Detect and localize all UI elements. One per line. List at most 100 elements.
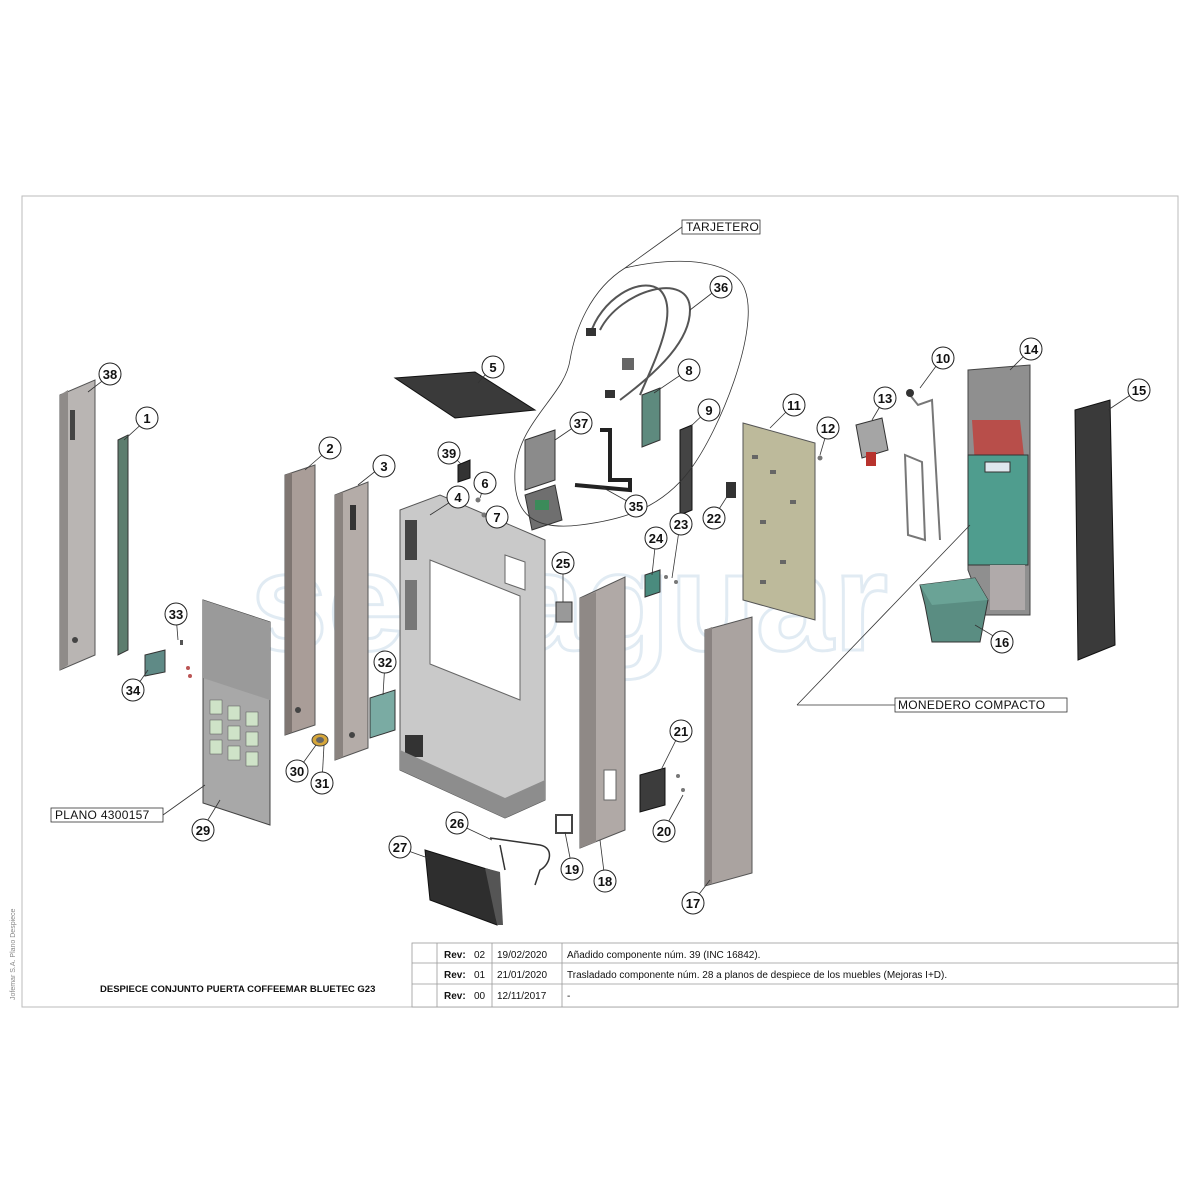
balloon-32: 32 [373,650,397,674]
part-27-hopper [424,849,503,926]
svg-text:TARJETERO: TARJETERO [686,220,759,234]
svg-text:Rev:: Rev: [444,991,466,1002]
part-30-knob [311,733,329,747]
balloon-22: 22 [702,506,726,530]
revision-row: Rev: 00 12/11/2017 - [444,991,570,1002]
monedero-callout: MONEDERO COMPACTO [796,524,1068,713]
revision-row: Rev: 02 19/02/2020 Añadido componente nú… [444,950,760,961]
revision-row: Rev: 01 21/01/2020 Trasladado componente… [444,970,947,981]
svg-text:23: 23 [674,517,688,532]
svg-text:13: 13 [878,391,892,406]
svg-text:9: 9 [705,403,712,418]
balloon-38: 38 [98,362,122,386]
svg-text:00: 00 [474,991,486,1002]
svg-text:37: 37 [574,416,588,431]
svg-text:3: 3 [380,459,387,474]
svg-text:Rev:: Rev: [444,950,466,961]
svg-text:32: 32 [378,655,392,670]
part-3-side-panel [334,481,369,761]
part-1-strip [117,434,129,656]
svg-text:Trasladado componente núm. 28: Trasladado componente núm. 28 a planos d… [567,970,947,981]
part-29-front-panel [202,599,271,826]
part-9-bracket [679,424,693,516]
svg-text:25: 25 [556,556,570,571]
balloon-13: 13 [873,386,897,410]
balloon-8: 8 [677,358,701,382]
svg-text:01: 01 [474,970,486,981]
balloon-39: 39 [437,441,461,465]
balloon-36: 36 [709,275,733,299]
part-balloons: 1 2 3 4 5 6 7 8 9 10 11 12 13 14 15 16 1… [98,275,1151,915]
part-37-card-reader [524,429,563,531]
svg-text:31: 31 [315,776,329,791]
svg-text:36: 36 [714,280,728,295]
svg-text:34: 34 [126,683,141,698]
svg-text:8: 8 [685,363,692,378]
part-32-plate [369,689,396,739]
part-24-board [644,569,678,598]
balloon-9: 9 [697,398,721,422]
balloon-11: 11 [782,393,806,417]
svg-text:27: 27 [393,840,407,855]
svg-text:5: 5 [489,360,496,375]
svg-text:20: 20 [657,824,671,839]
side-note: Jofemar S.A. Plano Despiece [10,908,17,1000]
part-39-box [457,459,471,483]
svg-text:Añadido componente núm. 39 (IN: Añadido componente núm. 39 (INC 16842). [567,950,760,961]
balloon-19: 19 [560,857,584,881]
svg-text:19/02/2020: 19/02/2020 [497,950,547,961]
balloon-15: 15 [1127,378,1151,402]
balloon-14: 14 [1019,337,1043,361]
part-34-bracket [144,640,192,678]
part-18-column [579,576,626,849]
balloon-31: 31 [310,771,334,795]
svg-text:02: 02 [474,950,486,961]
svg-text:7: 7 [493,510,500,525]
svg-text:12/11/2017: 12/11/2017 [497,991,547,1002]
part-13-motor [855,417,889,466]
balloon-24: 24 [644,526,668,550]
balloon-34: 34 [121,678,145,702]
balloon-18: 18 [593,869,617,893]
svg-text:22: 22 [707,511,721,526]
part-4-door-frame [399,494,546,819]
part-10-rod [903,389,941,542]
part-11-panel [742,422,816,621]
balloon-23: 23 [669,512,693,536]
plano-callout: PLANO 4300157 [50,784,206,823]
balloon-26: 26 [445,811,469,835]
svg-text:-: - [567,991,570,1002]
balloon-21: 21 [669,719,693,743]
svg-text:39: 39 [442,446,456,461]
balloon-6: 6 [473,471,497,495]
part-26-cable [489,837,551,886]
svg-text:35: 35 [629,499,643,514]
svg-text:38: 38 [103,367,117,382]
part-17-cover [704,616,753,887]
balloon-33: 33 [164,602,188,626]
part-12-screw [817,455,823,461]
svg-text:26: 26 [450,816,464,831]
svg-text:17: 17 [686,896,700,911]
balloon-30: 30 [285,759,309,783]
svg-text:4: 4 [454,490,462,505]
svg-text:21/01/2020: 21/01/2020 [497,970,547,981]
revision-table: Rev: 02 19/02/2020 Añadido componente nú… [411,942,1179,1008]
balloon-25: 25 [551,551,575,575]
part-14-coin-mechanism [967,364,1031,616]
part-5-top-plate [393,371,537,419]
part-19-frame [555,814,573,834]
part-6-7-screws [475,497,487,518]
balloon-37: 37 [569,411,593,435]
balloon-5: 5 [481,355,505,379]
svg-text:PLANO 4300157: PLANO 4300157 [55,808,150,822]
part-38-side-panel [59,379,96,671]
part-25-plate [555,601,573,623]
balloon-12: 12 [816,416,840,440]
balloon-20: 20 [652,819,676,843]
balloon-7: 7 [485,505,509,529]
svg-text:2: 2 [326,441,333,456]
part-2-side-panel [284,464,316,736]
svg-text:15: 15 [1132,383,1146,398]
